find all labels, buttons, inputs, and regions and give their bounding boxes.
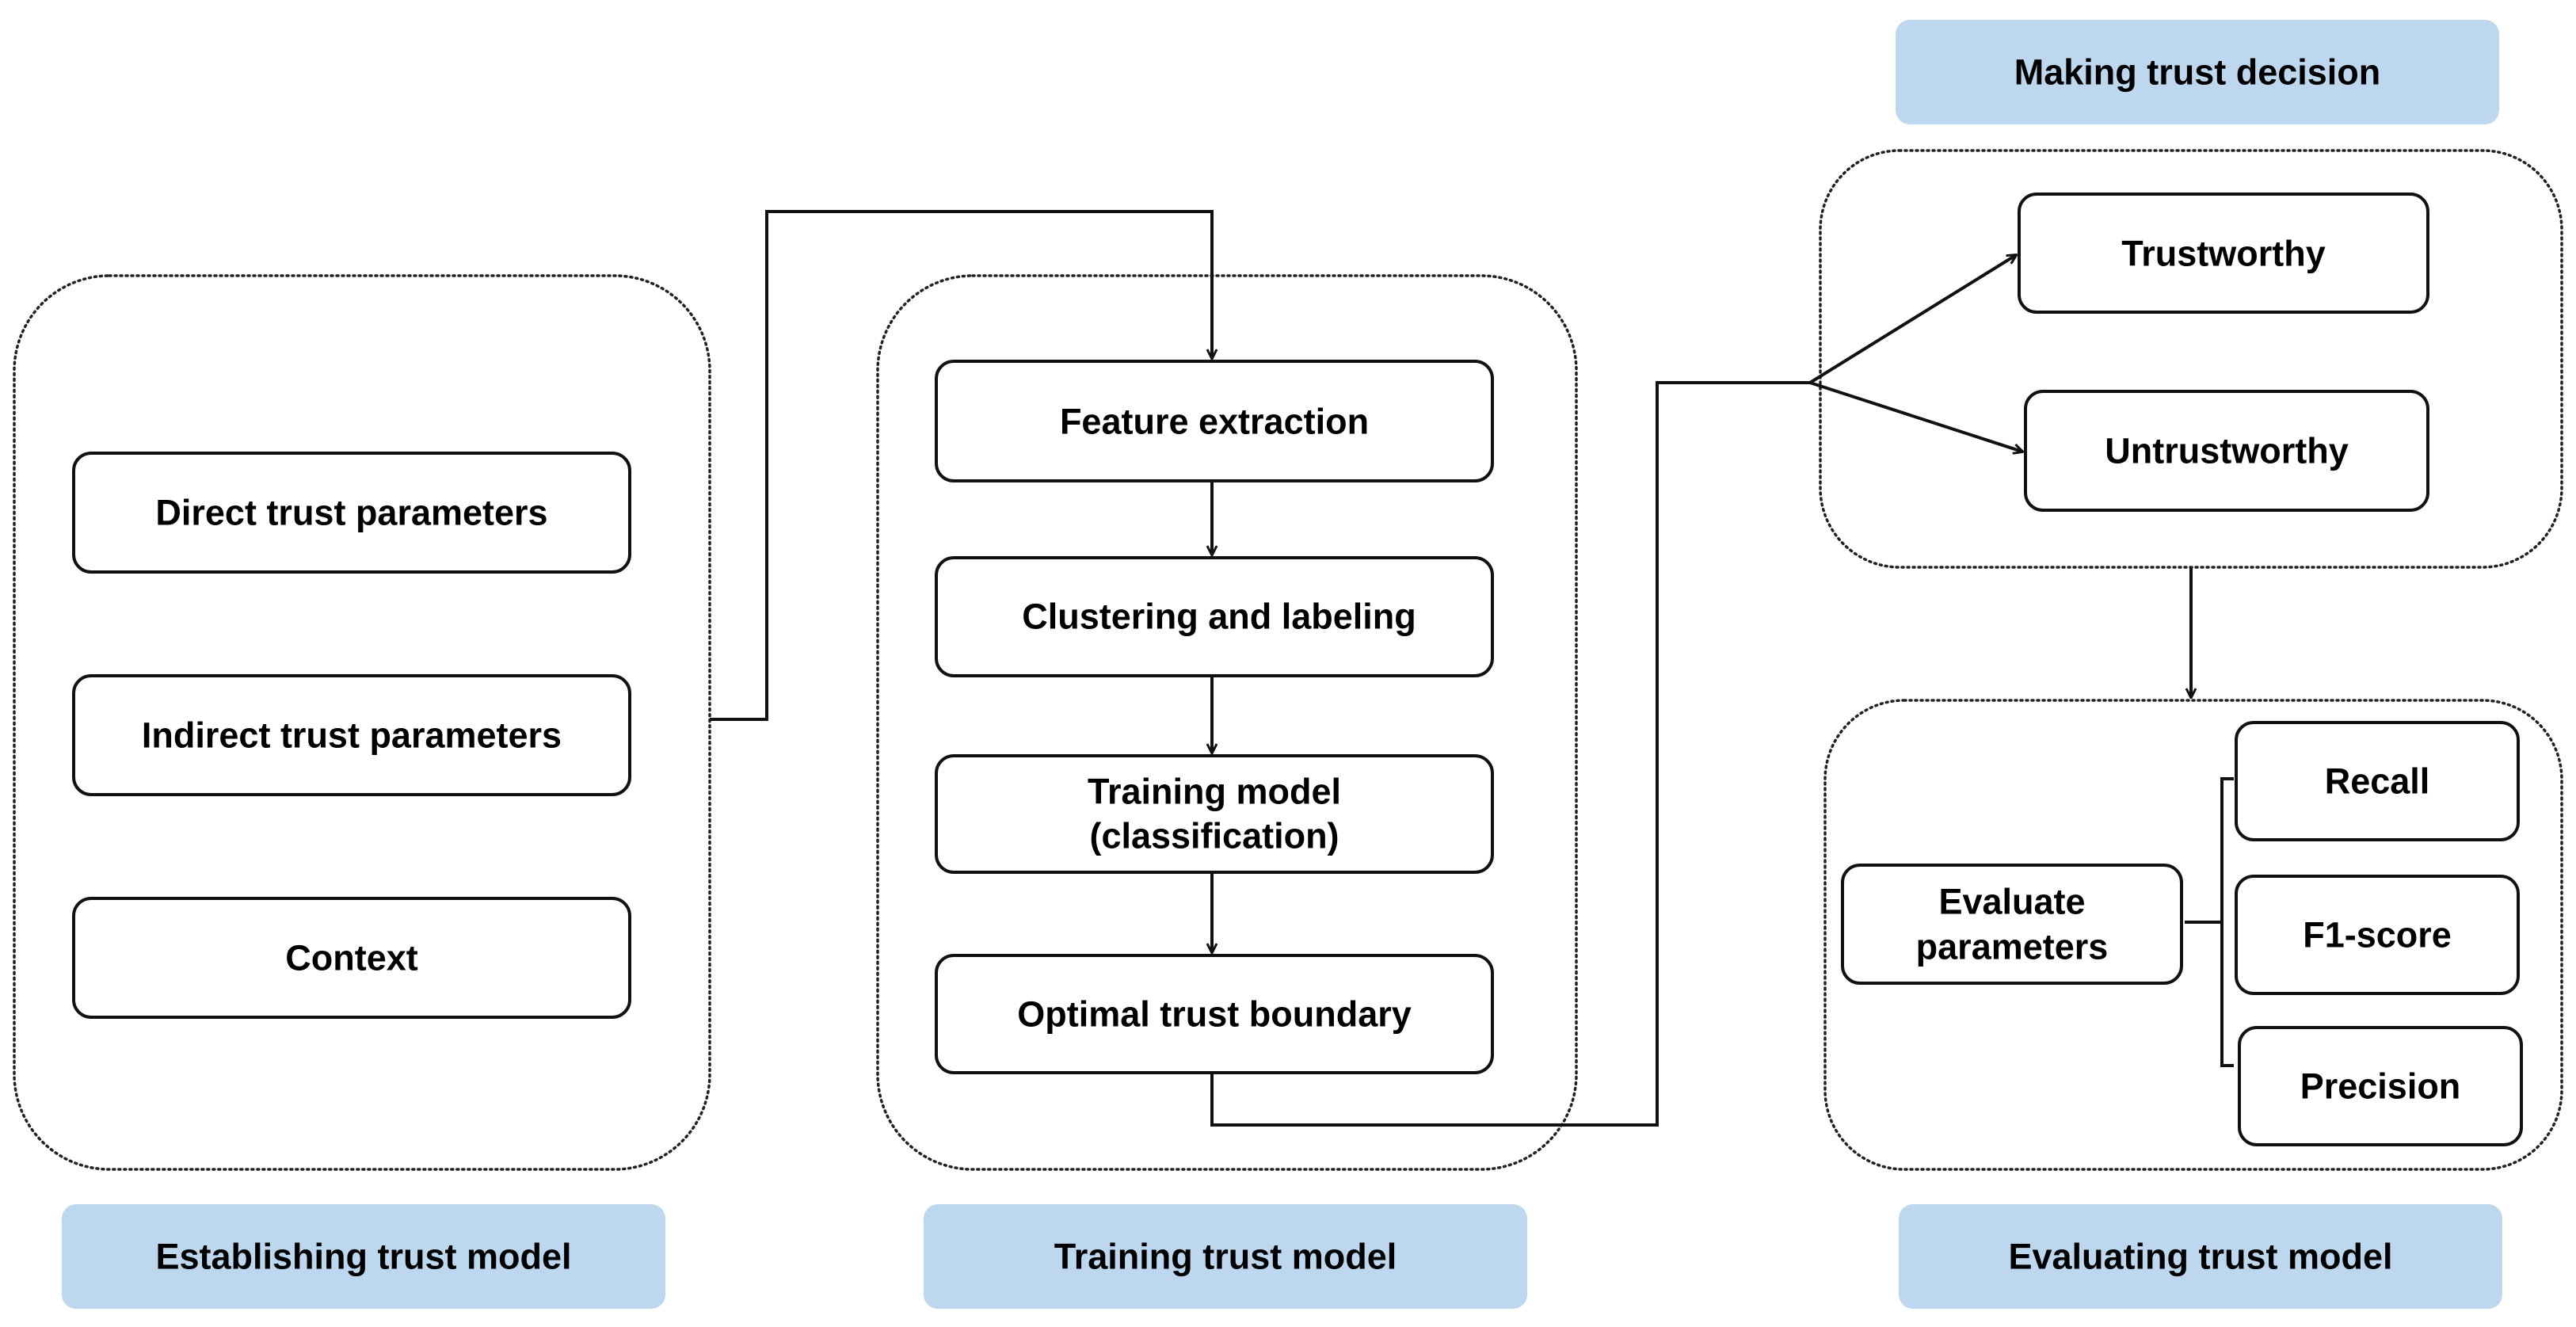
indirect-trust-parameters-box — [72, 674, 631, 796]
optimal-trust-boundary-label: Optimal trust boundary — [1017, 994, 1412, 1035]
untrustworthy-box — [2024, 390, 2429, 512]
decision-stage-box — [1896, 20, 2499, 124]
training-model-box — [935, 754, 1494, 874]
optimal-trust-boundary-box — [935, 954, 1494, 1074]
arrow-to-trustworthy — [1808, 255, 2016, 384]
decision-stage-label: Making trust decision — [2014, 52, 2381, 93]
direct-trust-parameters-box — [72, 452, 631, 574]
f1-score-label: F1-score — [2303, 915, 2452, 955]
training-group — [876, 274, 1578, 1171]
boundary-to-decision-connector — [1210, 381, 1810, 1127]
arrow-to-untrustworthy — [1809, 381, 2022, 452]
training-model-label-line1: Training model — [1088, 772, 1341, 812]
establishing-stage-label: Establishing trust model — [155, 1237, 571, 1277]
evaluating-stage-box — [1899, 1204, 2502, 1309]
evaluate-parameters-label-line2: parameters — [1916, 927, 2109, 967]
trustworthy-box — [2018, 193, 2429, 314]
establishing-group — [13, 274, 711, 1171]
evaluate-parameters-label-line1: Evaluate — [1938, 882, 2085, 922]
direct-trust-parameters-label: Direct trust parameters — [155, 493, 547, 533]
untrustworthy-label: Untrustworthy — [2105, 431, 2349, 471]
feature-extraction-label: Feature extraction — [1060, 402, 1369, 442]
recall-box — [2235, 721, 2520, 841]
precision-box — [2238, 1026, 2523, 1146]
recall-label: Recall — [2325, 761, 2430, 802]
evaluation-group — [1823, 699, 2563, 1171]
training-stage-box — [924, 1204, 1527, 1309]
evaluating-stage-label: Evaluating trust model — [2008, 1237, 2392, 1277]
indirect-trust-parameters-label: Indirect trust parameters — [142, 715, 562, 756]
precision-label: Precision — [2300, 1066, 2461, 1107]
clustering-labeling-box — [935, 556, 1494, 677]
evaluation-bracket — [2185, 777, 2234, 1067]
f1-score-box — [2235, 875, 2520, 995]
clustering-labeling-label: Clustering and labeling — [1022, 597, 1416, 637]
training-stage-label: Training trust model — [1054, 1237, 1397, 1277]
feature-extraction-box — [935, 360, 1494, 482]
evaluate-parameters-box — [1841, 864, 2183, 985]
training-model-label-line2: (classification) — [1089, 816, 1339, 856]
establishing-to-training-connector — [710, 210, 1212, 721]
context-box — [72, 897, 631, 1019]
context-label: Context — [285, 938, 418, 978]
trustworthy-label: Trustworthy — [2121, 234, 2326, 274]
establishing-stage-box — [62, 1204, 665, 1309]
